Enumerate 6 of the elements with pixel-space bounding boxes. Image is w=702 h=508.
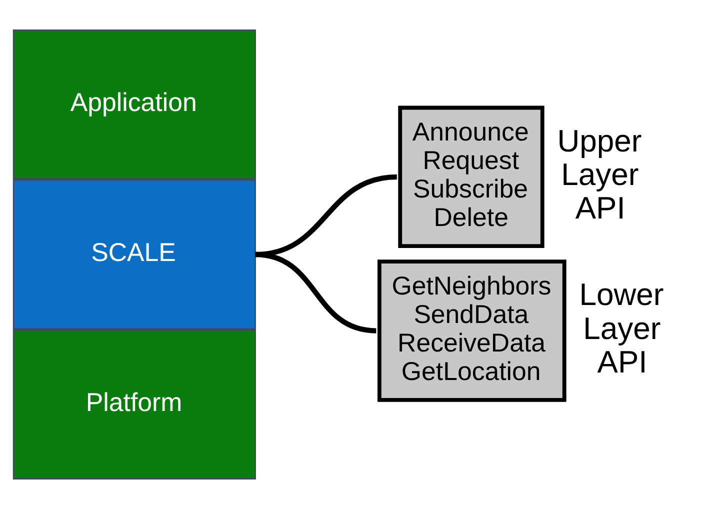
node-box: Platform (12, 329, 256, 479)
node-box: Application (12, 29, 256, 179)
connector (255, 251, 376, 333)
node-label: Lower Layer API (579, 276, 664, 379)
node-label: Upper Layer API (557, 122, 642, 226)
node-box: SCALE (12, 179, 256, 329)
